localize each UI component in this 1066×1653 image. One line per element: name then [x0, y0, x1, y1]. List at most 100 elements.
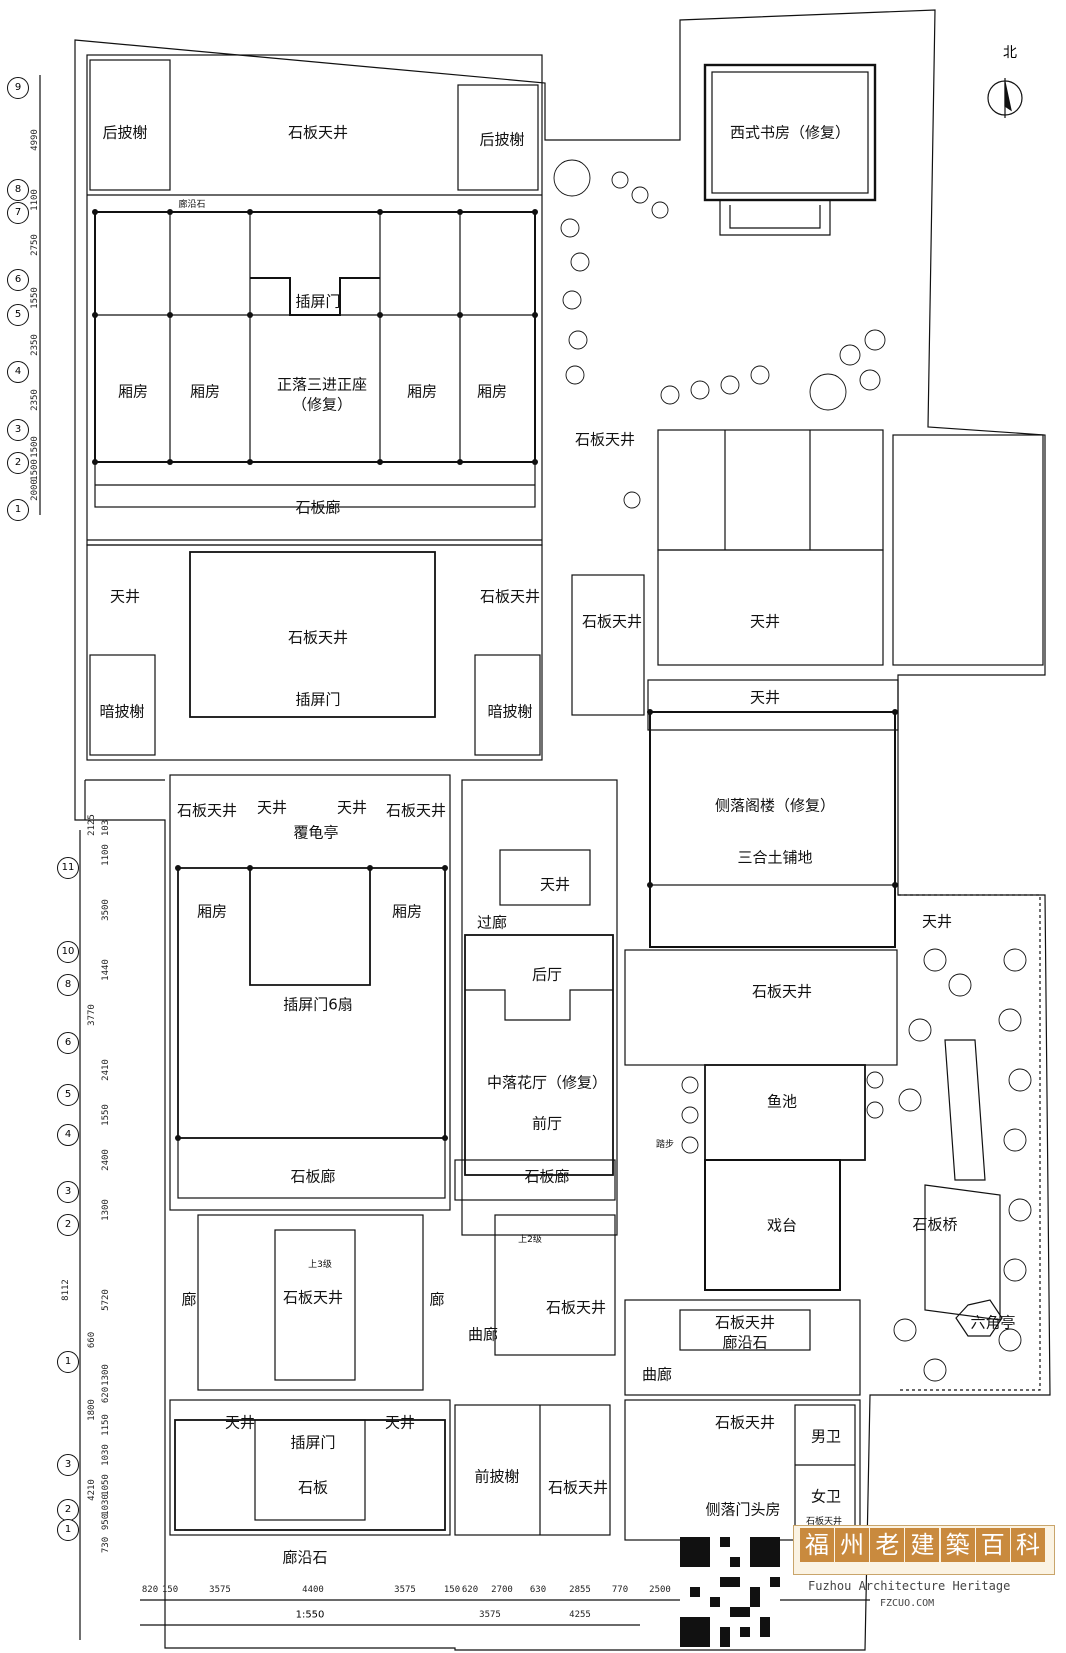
axis-marker: 11: [57, 857, 79, 879]
dimension: 620: [101, 1386, 111, 1404]
axis-marker: 2: [57, 1214, 79, 1236]
hidden-side-room-right: 暗披榭: [487, 702, 533, 721]
passage-corridor: 过廊: [476, 913, 508, 932]
main-hall-line2: （修复）: [291, 395, 353, 414]
dimension: 1500: [30, 459, 40, 481]
winding-corridor-left: 曲廊: [467, 1325, 499, 1344]
wing-room-4: 厢房: [476, 382, 508, 401]
dimension: 1100: [30, 189, 40, 211]
stone-courtyard-center: 石板天井: [287, 628, 349, 647]
side-pavilion-line2: 三合土铺地: [737, 848, 813, 867]
stone-courtyard-eave: 石板天井: [714, 1313, 776, 1332]
axis-marker: 5: [57, 1084, 79, 1106]
stone-courtyard-theatre: 石板天井: [751, 982, 813, 1001]
stone-courtyard-bottom-center: 石板天井: [547, 1478, 609, 1497]
stone-courtyard-bottom-right: 石板天井: [714, 1413, 776, 1432]
axis-marker: 3: [57, 1181, 79, 1203]
womens-toilet: 女卫: [810, 1487, 842, 1506]
stone-courtyard-side: 石板天井: [581, 612, 643, 631]
corridor-left: 廊: [181, 1290, 197, 1309]
dimension: 8112: [61, 1279, 71, 1301]
axis-marker: 10: [57, 941, 79, 963]
axis-marker: 7: [7, 202, 29, 224]
axis-marker: 1: [57, 1351, 79, 1373]
axis-marker: 6: [57, 1032, 79, 1054]
axis-marker: 8: [7, 179, 29, 201]
dimension: 2410: [101, 1059, 111, 1081]
dimension: 103: [101, 819, 111, 837]
dimension: 2350: [30, 334, 40, 356]
dimension: 1100: [101, 844, 111, 866]
scale-label: 1:550: [295, 1609, 325, 1621]
dimension: 1030: [101, 1444, 111, 1466]
dimension: 1150: [101, 1414, 111, 1436]
brand-char: 築: [940, 1528, 975, 1562]
dimension: 2500: [649, 1585, 671, 1595]
dimension: 770: [611, 1585, 629, 1595]
western-study-box: [703, 63, 877, 202]
hidden-side-room-left: 暗披榭: [99, 702, 145, 721]
back-hall: 后厅: [531, 965, 563, 984]
stone-courtyard-lower-left: 石板天井: [282, 1288, 344, 1307]
insert-screen-door-6: 插屏门6扇: [283, 995, 353, 1014]
brand-english: Fuzhou Architecture Heritage: [808, 1579, 1011, 1593]
brand-char: 老: [870, 1528, 905, 1562]
front-side-room: 前披榭: [474, 1467, 520, 1486]
insert-screen-door-bottom: 插屏门: [290, 1433, 336, 1452]
dimension: 5720: [101, 1289, 111, 1311]
axis-marker: 2: [7, 452, 29, 474]
column-dots: [92, 209, 898, 1141]
brand-logo: 福 州 老 建 築 百 科: [800, 1528, 1045, 1568]
dimension: 4255: [569, 1610, 591, 1620]
winding-corridor-right: 曲廊: [641, 1365, 673, 1384]
theatre-block: [624, 949, 898, 1066]
stone-courtyard-right-1: 石板天井: [479, 587, 541, 606]
dimension: 1550: [30, 287, 40, 309]
stone-corridor-top: 石板廊: [295, 498, 341, 517]
courtyard-side-top: 天井: [749, 612, 781, 631]
dimension: 1440: [101, 959, 111, 981]
stone-bridge: 石板桥: [912, 1215, 958, 1234]
dimension: 2000: [30, 479, 40, 501]
courtyard-small-2: 天井: [336, 798, 368, 817]
garden-boundary: [898, 894, 1041, 1391]
dimension: 3770: [87, 1004, 97, 1026]
brand-char: 百: [975, 1528, 1010, 1562]
dimension: 3575: [394, 1585, 416, 1595]
courtyard-center: 天井: [539, 875, 571, 894]
axis-marker: 4: [7, 361, 29, 383]
axis-marker: 1: [57, 1519, 79, 1541]
up-label-center: 上2级: [518, 1234, 542, 1245]
front-hall: 前厅: [531, 1114, 563, 1133]
stone-courtyard-tiny: 石板天井: [805, 1516, 843, 1527]
axis-marker: 3: [57, 1454, 79, 1476]
fish-pond: 鱼池: [766, 1092, 798, 1111]
back-side-room-left: 后披榭: [102, 123, 148, 142]
wing-room-3: 厢房: [406, 382, 438, 401]
axis-marker: 3: [7, 419, 29, 441]
brand-char: 建: [905, 1528, 940, 1562]
insert-screen-door-2: 插屏门: [295, 690, 341, 709]
wing-room-2: 厢房: [189, 382, 221, 401]
dimension: 620: [461, 1585, 479, 1595]
side-pavilion-block: [647, 679, 899, 731]
brand-char: 科: [1010, 1528, 1045, 1562]
axis-marker: 1: [7, 499, 29, 521]
axis-marker: 5: [7, 304, 29, 326]
wing-room-5: 厢房: [196, 902, 228, 921]
dimension: 1030: [101, 1494, 111, 1516]
courtyard-garden-ne: 天井: [921, 912, 953, 931]
corridor-right: 廊: [429, 1290, 445, 1309]
dimension: 3575: [479, 1610, 501, 1620]
stone-courtyard-top: 石板天井: [287, 123, 349, 142]
stone-courtyard-mid-right: 石板天井: [385, 801, 447, 820]
dimension: 820: [141, 1585, 159, 1595]
dimension: 1300: [101, 1364, 111, 1386]
dimension: 2855: [569, 1585, 591, 1595]
side-gate-room: 侧落门头房: [705, 1500, 781, 1519]
wing-room-1: 厢房: [117, 382, 149, 401]
insert-screen-door-top: 插屏门: [295, 292, 341, 311]
dimension: 630: [529, 1585, 547, 1595]
dimension: 2400: [101, 1149, 111, 1171]
western-study: 西式书房（修复）: [729, 123, 851, 142]
